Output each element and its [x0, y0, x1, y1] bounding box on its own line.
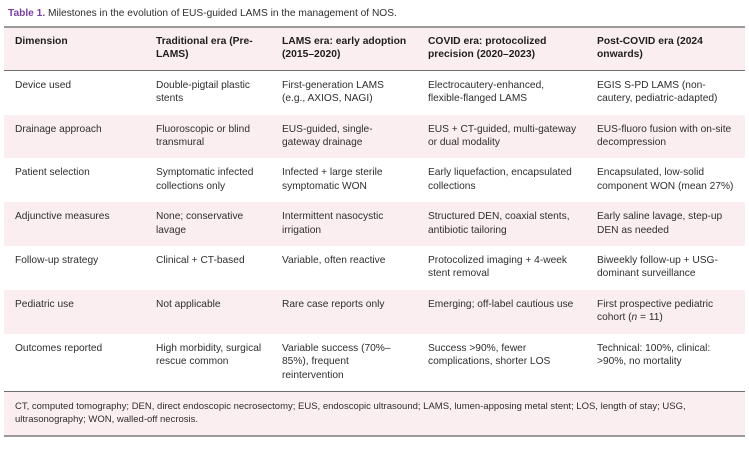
column-header-covid-era: COVID era: protocolized precision (2020–…: [418, 25, 587, 71]
column-header-dimension: Dimension: [4, 25, 146, 71]
cell-covid-era: Electrocautery-enhanced, flexible-flange…: [428, 79, 545, 105]
cell-dimension: Follow-up strategy: [15, 255, 99, 267]
cell-lams-era: Variable success (70%–85%), frequent rei…: [282, 342, 391, 381]
table-row: Drainage approach Fluoroscopic or blind …: [4, 114, 745, 159]
cell-post-covid: EUS-fluoro fusion with on-site decompres…: [597, 123, 732, 149]
table-footnote: CT, computed tomography; DEN, direct end…: [4, 390, 745, 438]
table-header: Dimension Traditional era (Pre-LAMS) LAM…: [4, 25, 745, 71]
table-row: Pediatric use Not applicable Rare case r…: [4, 289, 745, 334]
cell-traditional: Double-pigtail plastic stents: [156, 79, 251, 105]
cell-traditional: Fluoroscopic or blind transmural: [156, 123, 250, 149]
cell-covid-era: Emerging; off-label cautious use: [428, 298, 574, 310]
table-row: Patient selection Symptomatic infected c…: [4, 158, 745, 203]
cohort-n-symbol: n: [631, 312, 638, 324]
table-caption-label: Table 1.: [8, 8, 46, 19]
cell-lams-era: First-generation LAMS (e.g., AXIOS, NAGI…: [282, 79, 384, 105]
cell-covid-era: EUS + CT-guided, multi-gateway or dual m…: [428, 123, 577, 149]
cell-post-covid: Biweekly follow-up + USG-dominant survei…: [597, 255, 718, 280]
cell-covid-era: Structured DEN, coaxial stents, antibiot…: [428, 211, 570, 236]
cohort-text-pre: First prospective pediatric cohort (: [597, 298, 714, 324]
cell-lams-era: Rare case reports only: [282, 298, 385, 310]
cell-lams-era: Variable, often reactive: [282, 255, 386, 267]
cell-dimension: Patient selection: [15, 167, 90, 179]
milestones-table: Dimension Traditional era (Pre-LAMS) LAM…: [4, 25, 745, 391]
table-row: Device used Double-pigtail plastic stent…: [4, 70, 745, 115]
cell-covid-era: Success >90%, fewer complications, short…: [428, 342, 551, 368]
column-header-lams-era: LAMS era: early adoption (2015–2020): [272, 25, 418, 71]
cell-traditional: None; conservative lavage: [156, 211, 244, 236]
cell-traditional: Clinical + CT-based: [156, 255, 245, 267]
cell-dimension: Device used: [15, 79, 72, 91]
cell-dimension: Outcomes reported: [15, 342, 103, 354]
cell-dimension: Adjunctive measures: [15, 211, 110, 223]
column-header-traditional: Traditional era (Pre-LAMS): [146, 25, 272, 71]
cell-traditional: High morbidity, surgical rescue common: [156, 342, 262, 368]
cell-traditional: Not applicable: [156, 298, 221, 310]
cell-dimension: Pediatric use: [15, 298, 74, 310]
table-row: Adjunctive measures None; conservative l…: [4, 202, 745, 247]
table-caption: Table 1. Milestones in the evolution of …: [0, 0, 749, 26]
table-body: Device used Double-pigtail plastic stent…: [4, 70, 745, 391]
cell-traditional: Symptomatic infected collections only: [156, 167, 254, 192]
cell-covid-era: Early liquefaction, encapsulated collect…: [428, 167, 572, 192]
cell-post-covid: Early saline lavage, step-up DEN as need…: [597, 211, 723, 236]
cell-dimension: Drainage approach: [15, 123, 102, 135]
cell-lams-era: EUS-guided, single-gateway drainage: [282, 123, 373, 149]
column-header-post-covid: Post-COVID era (2024 onwards): [587, 25, 745, 71]
cohort-text-post: = 11): [637, 312, 663, 324]
cell-post-covid: First prospective pediatric cohort (n = …: [587, 290, 745, 334]
cell-post-covid: EGIS S-PD LAMS (non-cautery, pediatric-a…: [597, 79, 718, 105]
table-header-row: Dimension Traditional era (Pre-LAMS) LAM…: [4, 25, 745, 71]
cell-post-covid: Encapsulated, low-solid component WON (m…: [597, 167, 734, 192]
cell-covid-era: Protocolized imaging + 4-week stent remo…: [428, 255, 568, 280]
cell-lams-era: Intermittent nasocystic irrigation: [282, 211, 384, 236]
table-caption-text: Milestones in the evolution of EUS-guide…: [48, 8, 397, 19]
table-row: Outcomes reported High morbidity, surgic…: [4, 333, 745, 391]
cell-post-covid: Technical: 100%, clinical: >90%, no mort…: [597, 342, 711, 368]
table-row: Follow-up strategy Clinical + CT-based V…: [4, 246, 745, 290]
cell-lams-era: Infected + large sterile symptomatic WON: [282, 167, 383, 192]
